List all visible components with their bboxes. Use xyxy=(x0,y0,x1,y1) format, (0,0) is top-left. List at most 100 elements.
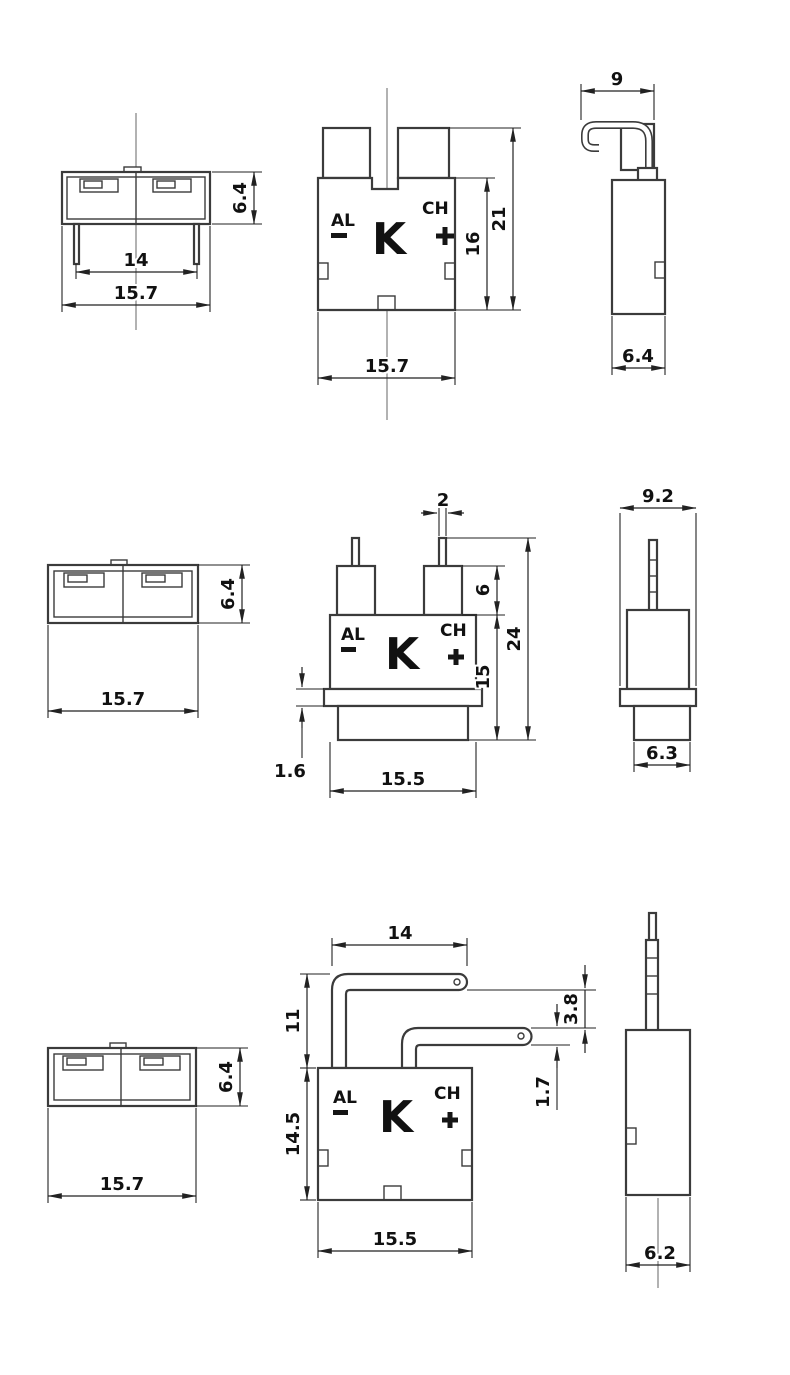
dimension-label: 16 xyxy=(463,231,484,256)
terminal-slot xyxy=(141,572,183,588)
dimension-label: 15.7 xyxy=(100,1174,144,1195)
terminal-label-k: K xyxy=(372,214,408,265)
figure-2-side-view: 9.2 6.3 xyxy=(618,484,698,772)
terminal-label-al: AL xyxy=(333,1088,357,1108)
minus-icon xyxy=(341,647,356,652)
side-latch xyxy=(317,1149,329,1167)
leg-pin xyxy=(72,222,81,266)
dimension-label: 15 xyxy=(473,664,494,689)
round-pin xyxy=(350,536,361,570)
connector-body xyxy=(316,1066,474,1202)
terminal-slot xyxy=(152,178,192,193)
terminal-slot-detail xyxy=(145,574,166,583)
dimension-label: 15.5 xyxy=(373,1229,417,1250)
side-latch xyxy=(654,261,666,279)
plus-icon xyxy=(448,649,464,665)
dimension-label: 11 xyxy=(283,1008,304,1033)
connector-body-side xyxy=(625,608,691,691)
figure-1-front-view: AL K CH 16 21 15.7 xyxy=(316,88,521,420)
round-pin xyxy=(437,536,448,570)
figure-1-side-view: 9 6.4 xyxy=(580,67,667,375)
blade-prong xyxy=(396,126,451,180)
bent-pin-lower xyxy=(400,1026,533,1070)
side-latch xyxy=(461,1149,473,1167)
figure-1: 6.4 14 15.7 AL K CH xyxy=(60,67,667,420)
figure-2: 6.4 15.7 AL K CH 2 xyxy=(46,484,698,798)
housing-inner-line xyxy=(53,1053,191,1101)
base-block-side xyxy=(632,704,692,742)
terminal-label-ch: CH xyxy=(440,621,467,641)
pin-block xyxy=(422,564,464,617)
side-latch xyxy=(444,262,456,280)
dimension-label: 21 xyxy=(489,206,510,231)
minus-icon xyxy=(333,1110,348,1115)
terminal-label-al: AL xyxy=(341,625,365,645)
connector-body-side xyxy=(624,1028,692,1197)
dimension-label: 14 xyxy=(387,923,412,944)
dimension-label: 9.2 xyxy=(642,486,674,507)
dimension-label: 6 xyxy=(473,584,494,597)
hook-pin-fill xyxy=(582,122,652,170)
terminal-label-ch: CH xyxy=(422,199,449,219)
figure-2-top-view: 6.4 15.7 xyxy=(46,559,250,718)
terminal-slot-detail xyxy=(156,180,176,189)
pin-tip-side xyxy=(647,911,658,945)
pin-block xyxy=(335,564,377,617)
minus-icon xyxy=(331,233,347,238)
terminal-slot xyxy=(63,572,105,588)
bent-pin-side xyxy=(644,938,660,1034)
blade-prong xyxy=(321,126,372,180)
terminal-label-al: AL xyxy=(331,211,355,231)
side-latch xyxy=(317,262,329,280)
dimension-label: 14 xyxy=(123,250,148,271)
dimension-label: 3.8 xyxy=(561,993,582,1025)
dimension-label: 15.5 xyxy=(381,769,425,790)
base-block xyxy=(336,704,470,742)
dimension-label: 15.7 xyxy=(365,356,409,377)
dimension-label: 6.4 xyxy=(216,1061,237,1093)
terminal-slot xyxy=(139,1055,181,1071)
plus-icon xyxy=(442,1112,458,1128)
dimension-label: 9 xyxy=(611,69,624,90)
flange-side xyxy=(618,687,698,708)
figure-3-front-view: AL K CH 14 11 14.5 3.8 1. xyxy=(281,921,596,1258)
connector-body xyxy=(316,176,457,312)
figure-2-front-view: AL K CH 2 6 24 15 1.6 xyxy=(272,488,536,798)
plus-icon xyxy=(436,227,454,245)
terminal-slot xyxy=(79,178,119,193)
figure-1-top-view: 6.4 14 15.7 xyxy=(60,113,262,330)
terminal-label-k: K xyxy=(385,629,421,680)
pin-tip-detail xyxy=(453,978,461,986)
dimension-label: 1.6 xyxy=(274,761,306,782)
dimension-label: 15.7 xyxy=(114,283,158,304)
dimension-label: 6.4 xyxy=(230,182,251,214)
terminal-slot xyxy=(62,1055,104,1071)
dimension-label: 6.4 xyxy=(218,578,239,610)
terminal-slot-detail xyxy=(143,1057,164,1066)
side-latch xyxy=(625,1127,637,1145)
bottom-tab xyxy=(383,1185,402,1201)
dimension-label: 24 xyxy=(504,626,525,651)
bottom-tab xyxy=(377,295,396,311)
terminal-slot-detail xyxy=(66,1057,87,1066)
connector-body-side xyxy=(610,178,667,316)
dimension-label: 1.7 xyxy=(533,1076,554,1108)
bent-pin-upper xyxy=(330,972,469,1070)
pin-tip-detail xyxy=(517,1032,525,1040)
flange xyxy=(322,687,484,708)
terminal-label-ch: CH xyxy=(434,1084,461,1104)
figure-3: 6.4 15.7 AL K CH 14 xyxy=(46,911,692,1288)
dimension-label: 14.5 xyxy=(283,1112,304,1156)
terminal-slot-detail xyxy=(67,574,88,583)
dimension-label: 15.7 xyxy=(101,689,145,710)
figure-3-side-view: 6.2 xyxy=(624,911,692,1288)
dimension-label: 6.3 xyxy=(646,743,678,764)
terminal-slot-detail xyxy=(83,180,103,189)
leg-pin xyxy=(192,222,201,266)
figure-3-top-view: 6.4 15.7 xyxy=(46,1042,248,1203)
terminal-label-k: K xyxy=(379,1092,415,1143)
dimension-label: 6.4 xyxy=(622,346,654,367)
dimension-label: 6.2 xyxy=(644,1243,676,1264)
